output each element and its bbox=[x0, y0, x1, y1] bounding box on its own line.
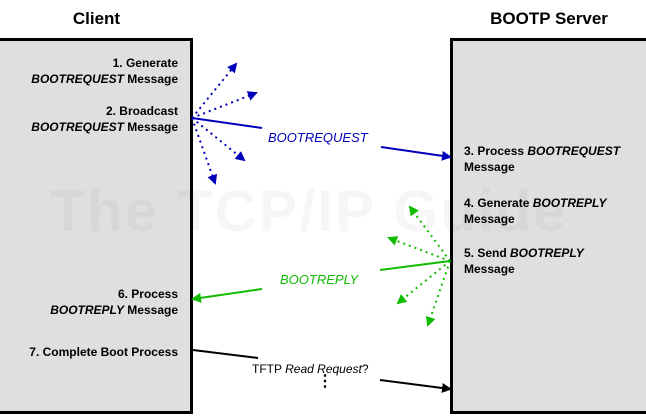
bootreply-arrow bbox=[191, 288, 263, 303]
tftp-read-request: Read Request bbox=[285, 362, 362, 376]
step-label: Message bbox=[464, 160, 515, 174]
client-title: Client bbox=[72, 9, 121, 28]
broadcast-arrow bbox=[425, 260, 451, 327]
bootrequest-arrow bbox=[380, 146, 452, 161]
step-label: Message bbox=[464, 262, 515, 276]
server-step-3: 3. Process BOOTREQUEST Message bbox=[464, 143, 620, 175]
step-label: 6. Process bbox=[117, 287, 178, 301]
message-name: BOOTREQUEST bbox=[31, 72, 124, 86]
server-lane: 3. Process BOOTREQUEST Message 4. Genera… bbox=[450, 38, 646, 414]
step-label: 5. Send bbox=[464, 246, 511, 260]
message-name: BOOTREPLY bbox=[532, 196, 607, 210]
broadcast-arrow bbox=[191, 91, 258, 119]
step-label: Message bbox=[123, 72, 178, 86]
tftp-prefix: TFTP bbox=[252, 362, 286, 376]
tftp-label: TFTP Read Request? bbox=[252, 362, 369, 376]
bootreply-label: BOOTREPLY bbox=[280, 272, 359, 287]
step-label: 4. Generate bbox=[464, 196, 533, 210]
client-step-1: 1. Generate BOOTREQUEST Message bbox=[31, 55, 178, 87]
broadcast-arrow bbox=[387, 236, 451, 262]
client-step-6: 6. Process BOOTREPLY Message bbox=[50, 286, 178, 318]
step-label: 2. Broadcast bbox=[105, 104, 178, 118]
message-name: BOOTREPLY bbox=[50, 303, 124, 317]
continuation-ellipsis: ⋮ bbox=[317, 373, 333, 390]
client-step-2: 2. Broadcast BOOTREQUEST Message bbox=[31, 103, 178, 135]
step-label: Message bbox=[123, 120, 178, 134]
step-label: 1. Generate bbox=[112, 56, 178, 70]
server-title: BOOTP Server bbox=[490, 9, 608, 28]
broadcast-arrow bbox=[191, 117, 218, 185]
bootrequest-arrow-segment bbox=[191, 117, 263, 129]
step-label: 7. Complete Boot Process bbox=[29, 345, 178, 359]
message-name: BOOTREPLY bbox=[510, 246, 584, 260]
message-name: BOOTREQUEST bbox=[527, 144, 621, 158]
broadcast-request-arrows bbox=[191, 62, 258, 185]
server-step-4: 4. Generate BOOTREPLY Message bbox=[464, 195, 606, 227]
server-step-5: 5. Send BOOTREPLY Message bbox=[464, 245, 584, 277]
broadcast-arrow bbox=[396, 260, 451, 305]
tftp-suffix: ? bbox=[361, 362, 369, 376]
tftp-arrow-segment bbox=[192, 349, 259, 359]
broadcast-reply-arrows bbox=[387, 205, 451, 327]
bootreply-arrow-segment bbox=[379, 260, 451, 271]
bootrequest-label: BOOTREQUEST bbox=[268, 130, 368, 145]
step-label: Message bbox=[464, 212, 515, 226]
client-lane: 1. Generate BOOTREQUEST Message 2. Broad… bbox=[0, 38, 193, 414]
broadcast-arrow bbox=[191, 117, 246, 162]
tftp-arrow bbox=[379, 379, 452, 393]
broadcast-arrow bbox=[191, 62, 238, 119]
broadcast-arrow bbox=[408, 205, 451, 262]
message-name: BOOTREQUEST bbox=[31, 120, 124, 134]
client-step-7: 7. Complete Boot Process bbox=[29, 344, 178, 360]
step-label: 3. Process bbox=[464, 144, 528, 158]
step-label: Message bbox=[123, 303, 178, 317]
